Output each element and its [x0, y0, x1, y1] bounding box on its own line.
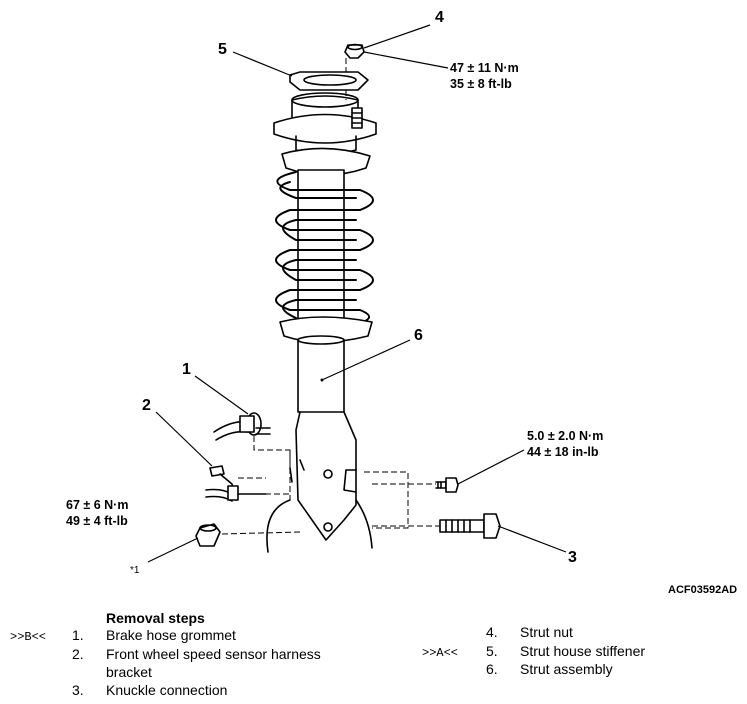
knuckle-bolt-part	[439, 513, 501, 539]
strut-nut-torque-imperial: 35 ± 8 ft-lb	[450, 77, 512, 91]
step-strut-house-stiffener: Strut house stiffener	[520, 643, 646, 659]
step-number: 5.	[486, 643, 498, 659]
step-strut-nut: Strut nut	[520, 624, 573, 640]
step-number: 2.	[72, 646, 84, 662]
upper-mount-part	[273, 92, 377, 155]
callout-4: 4	[435, 9, 444, 26]
step-wheel-speed-sensor-bracket-cont: bracket	[106, 664, 152, 680]
strut-house-stiffener-part	[289, 71, 369, 91]
callout-5: 5	[218, 41, 227, 58]
bracket-bolt-torque-imperial: 44 ± 18 in-lb	[527, 445, 599, 459]
callout-2: 2	[142, 397, 151, 414]
service-point-marker-a: >>A<<	[422, 646, 459, 660]
step-knuckle-connection: Knuckle connection	[106, 682, 228, 698]
step-number: 4.	[486, 624, 498, 640]
brake-hose-part	[213, 412, 271, 441]
strut-assembly-diagram: 4 5 6 1 2 3 47 ± 11 N·m 35 ± 8 ft-lb 5.0…	[66, 9, 737, 596]
callout-3: 3	[568, 549, 577, 566]
service-point-marker-b: >>B<<	[10, 630, 47, 644]
bracket-bolt-part	[435, 477, 459, 493]
strut-tube	[297, 169, 345, 341]
removal-steps-title: Removal steps	[106, 610, 205, 626]
footnote-mark: *1	[130, 565, 140, 576]
step-number: 3.	[72, 682, 84, 698]
knuckle-outline	[266, 499, 373, 553]
coil-spring-part	[275, 171, 374, 325]
step-number: 6.	[486, 661, 498, 677]
figure-id: ACF03592AD	[668, 584, 737, 596]
strut-body-part	[289, 335, 357, 541]
bracket-bolt-torque-metric: 5.0 ± 2.0 N·m	[527, 429, 603, 443]
strut-point-marker	[320, 378, 324, 382]
strut-nut-part	[344, 43, 365, 59]
step-strut-assembly: Strut assembly	[520, 661, 613, 677]
harness-bracket-part	[205, 465, 267, 502]
step-brake-hose-grommet: Brake hose grommet	[106, 627, 236, 643]
callout-1: 1	[182, 361, 191, 378]
callout-6: 6	[414, 327, 423, 344]
knuckle-nut-torque-imperial: 49 ± 4 ft-lb	[66, 514, 128, 528]
step-wheel-speed-sensor-bracket: Front wheel speed sensor harness	[106, 646, 321, 662]
strut-nut-torque-metric: 47 ± 11 N·m	[450, 61, 519, 75]
step-number: 1.	[72, 627, 84, 643]
knuckle-nut-torque-metric: 67 ± 6 N·m	[66, 498, 128, 512]
knuckle-nut-part	[195, 523, 221, 547]
